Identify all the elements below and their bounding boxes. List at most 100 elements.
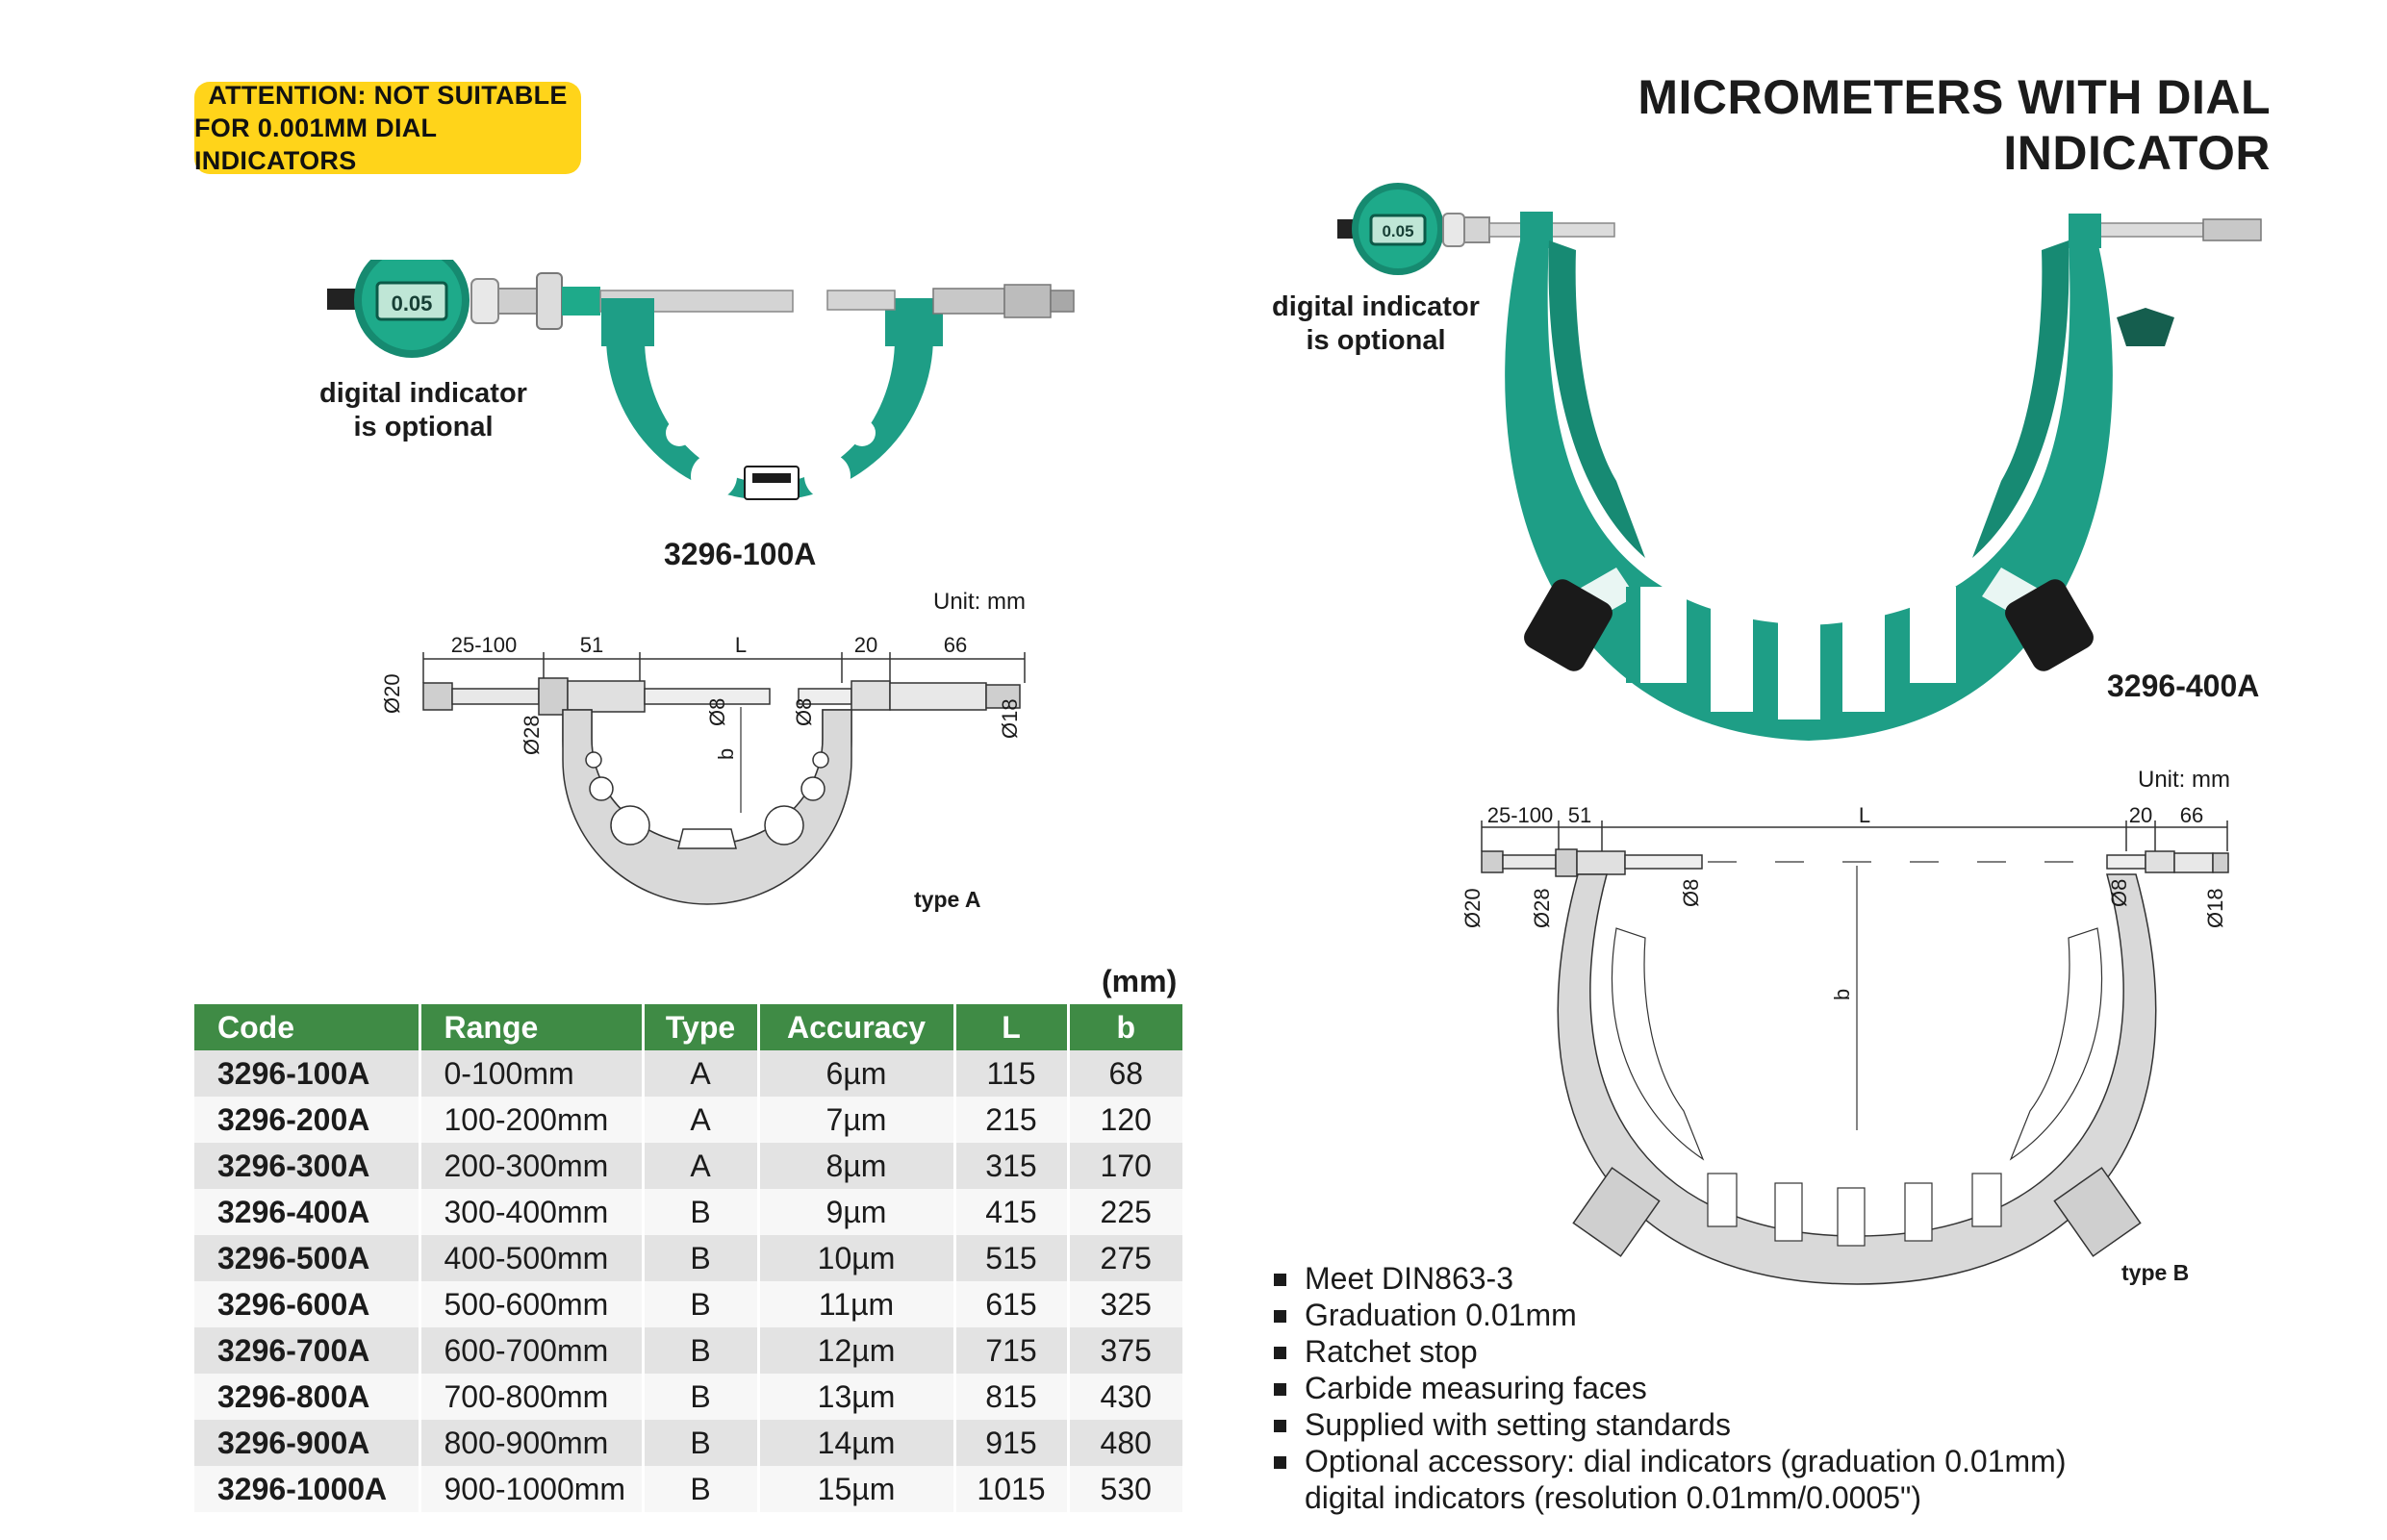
knurl-a <box>422 682 453 711</box>
col-header-accuracy: Accuracy <box>758 1004 956 1050</box>
cell-type: A <box>643 1050 760 1097</box>
cell-b: 325 <box>1068 1281 1182 1327</box>
col-header-b: b <box>1068 1004 1182 1050</box>
cell-accuracy: 10µm <box>758 1235 956 1281</box>
cell-range: 800-900mm <box>419 1420 645 1466</box>
table-unit-label: (mm) <box>1102 964 1178 998</box>
technical-drawing-b: 25-100 51 L 20 66 Ø20 Ø28 Ø8 Ø8 Ø18 b <box>1460 803 2229 1285</box>
cell-type: B <box>643 1327 760 1374</box>
table-row: 3296-1000A 900-1000mm B 15µm 1015 530 <box>194 1466 1182 1512</box>
model-label-b: 3296-400A <box>2107 669 2260 703</box>
cell-code: 3296-900A <box>194 1420 421 1466</box>
feature-item: Carbide measuring faces <box>1268 1370 2326 1406</box>
table-row: 3296-400A 300-400mm B 9µm 415 225 <box>194 1189 1182 1235</box>
cell-b: 275 <box>1068 1235 1182 1281</box>
type-label-b: type B <box>2121 1260 2190 1285</box>
cell-code: 3296-100A <box>194 1050 421 1097</box>
feature-item: Meet DIN863-3 <box>1268 1260 2326 1297</box>
cell-code: 3296-200A <box>194 1097 421 1143</box>
col-header-L: L <box>954 1004 1070 1050</box>
cell-code: 3296-300A <box>194 1143 421 1189</box>
dim-a-L: L <box>735 633 747 657</box>
cell-b: 430 <box>1068 1374 1182 1420</box>
cell-accuracy: 15µm <box>758 1466 956 1512</box>
caption-b-line-1: digital indicator <box>1272 291 1480 322</box>
cell-accuracy: 14µm <box>758 1420 956 1466</box>
dim-a-dia8-left: Ø8 <box>705 698 729 726</box>
caption-b-line-2: is optional <box>1306 325 1446 356</box>
display-value-a: 0.05 <box>392 291 433 316</box>
attention-badge: ATTENTION: NOT SUITABLE FOR 0.001MM DIAL… <box>194 81 581 175</box>
cell-L: 115 <box>954 1050 1070 1097</box>
cell-accuracy: 12µm <box>758 1327 956 1374</box>
cell-type: B <box>643 1235 760 1281</box>
cell-range: 300-400mm <box>419 1189 645 1235</box>
type-label-a: type A <box>914 887 981 912</box>
cell-type: B <box>643 1466 760 1512</box>
cell-b: 120 <box>1068 1097 1182 1143</box>
dim-a-25-100: 25-100 <box>451 633 518 657</box>
dim-b-L: L <box>1859 803 1870 827</box>
cell-range: 600-700mm <box>419 1327 645 1374</box>
dim-b-dia28: Ø28 <box>1530 888 1554 928</box>
dim-b-b: b <box>1830 989 1854 1000</box>
dim-a-b: b <box>714 748 738 760</box>
cell-accuracy: 13µm <box>758 1374 956 1420</box>
cell-accuracy: 7µm <box>758 1097 956 1143</box>
caption-a: digital indicator is optional <box>289 377 558 444</box>
feature-item: Ratchet stop <box>1268 1333 2326 1370</box>
dim-b-25-100: 25-100 <box>1487 803 1554 827</box>
cell-L: 915 <box>954 1420 1070 1466</box>
frame-a <box>606 308 933 500</box>
table-row: 3296-600A 500-600mm B 11µm 615 325 <box>194 1281 1182 1327</box>
attention-line-2: FOR 0.001MM DIAL INDICATORS <box>194 114 437 175</box>
cell-b: 170 <box>1068 1143 1182 1189</box>
table-row: 3296-500A 400-500mm B 10µm 515 275 <box>194 1235 1182 1281</box>
cell-accuracy: 8µm <box>758 1143 956 1189</box>
dim-a-dia28: Ø28 <box>520 715 544 755</box>
table-row: 3296-700A 600-700mm B 12µm 715 375 <box>194 1327 1182 1374</box>
cell-accuracy: 6µm <box>758 1050 956 1097</box>
cell-type: B <box>643 1374 760 1420</box>
technical-drawing-a: 25-100 51 L 20 66 Ø20 Ø28 Ø8 Ø8 Ø18 b <box>380 633 1026 905</box>
cell-code: 3296-1000A <box>194 1466 421 1512</box>
attention-line-1: ATTENTION: NOT SUITABLE <box>208 81 568 110</box>
table-row: 3296-100A 0-100mm A 6µm 115 68 <box>194 1050 1182 1097</box>
spec-table: Code Range Type Accuracy L b 3296-100A 0… <box>194 1004 1182 1512</box>
cell-type: A <box>643 1143 760 1189</box>
feature-item-continuation: digital indicators (resolution 0.01mm/0.… <box>1305 1480 1922 1515</box>
cell-range: 900-1000mm <box>419 1466 645 1512</box>
table-row: 3296-800A 700-800mm B 13µm 815 430 <box>194 1374 1182 1420</box>
cell-code: 3296-800A <box>194 1374 421 1420</box>
cell-L: 815 <box>954 1374 1070 1420</box>
cell-L: 1015 <box>954 1466 1070 1512</box>
table-header-row: Code Range Type Accuracy L b <box>194 1004 1182 1050</box>
dim-a-51: 51 <box>580 633 603 657</box>
caption-a-line-2: is optional <box>353 412 494 442</box>
caption-b: digital indicator is optional <box>1241 290 1511 358</box>
unit-label-a: Unit: mm <box>933 589 1026 615</box>
cell-type: B <box>643 1420 760 1466</box>
dim-b-dia20: Ø20 <box>1460 888 1485 928</box>
col-header-code: Code <box>194 1004 421 1050</box>
table-row: 3296-200A 100-200mm A 7µm 215 120 <box>194 1097 1182 1143</box>
cell-accuracy: 11µm <box>758 1281 956 1327</box>
feature-item: Optional accessory: dial indicators (gra… <box>1268 1443 2326 1479</box>
dim-a-20: 20 <box>854 633 877 657</box>
dim-a-dia8-right: Ø8 <box>792 698 816 726</box>
dim-a-dia20: Ø20 <box>380 673 404 714</box>
cell-range: 100-200mm <box>419 1097 645 1143</box>
cell-type: B <box>643 1189 760 1235</box>
dim-b-dia8-right: Ø8 <box>2107 879 2131 907</box>
page-title: MICROMETERS WITH DIAL INDICATOR <box>1638 70 2271 180</box>
dim-b-51: 51 <box>1568 803 1591 827</box>
cell-code: 3296-500A <box>194 1235 421 1281</box>
cell-range: 400-500mm <box>419 1235 645 1281</box>
col-header-range: Range <box>419 1004 645 1050</box>
table-row: 3296-300A 200-300mm A 8µm 315 170 <box>194 1143 1182 1189</box>
cell-type: A <box>643 1097 760 1143</box>
dim-a-66: 66 <box>944 633 967 657</box>
cell-accuracy: 9µm <box>758 1189 956 1235</box>
cell-code: 3296-600A <box>194 1281 421 1327</box>
cell-L: 315 <box>954 1143 1070 1189</box>
